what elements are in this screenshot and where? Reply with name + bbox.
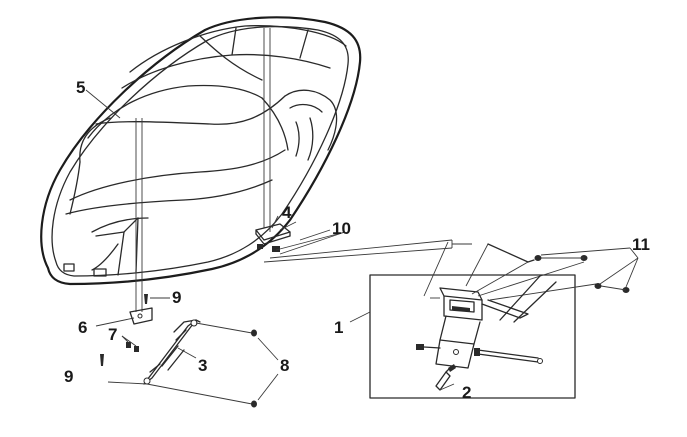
callout-2: 2: [462, 383, 471, 402]
callout-5: 5: [76, 78, 85, 97]
callout-9-bottom: 9: [64, 367, 73, 386]
callout-leaders: [85, 89, 331, 299]
callout-9-top: 9: [172, 288, 181, 307]
callout-7: 7: [108, 325, 117, 344]
callout-6: 6: [78, 318, 87, 337]
hinge-damper-assembly: [95, 294, 279, 408]
assembly-guide-lines: [135, 28, 472, 312]
callout-1: 1: [334, 318, 343, 337]
callout-4: 4: [282, 203, 292, 222]
callout-3: 3: [198, 356, 207, 375]
callout-11: 11: [632, 235, 650, 254]
callout-10: 10: [332, 219, 351, 238]
bracket-part-4: [255, 221, 346, 255]
nuts-part-11: [534, 247, 639, 293]
seat-assembly: [40, 16, 362, 286]
callout-labels: 5 4 10 11 9 6 1 7 3 8 9 2: [64, 78, 650, 402]
lock-mechanism-box: [349, 241, 597, 399]
callout-8: 8: [280, 356, 289, 375]
